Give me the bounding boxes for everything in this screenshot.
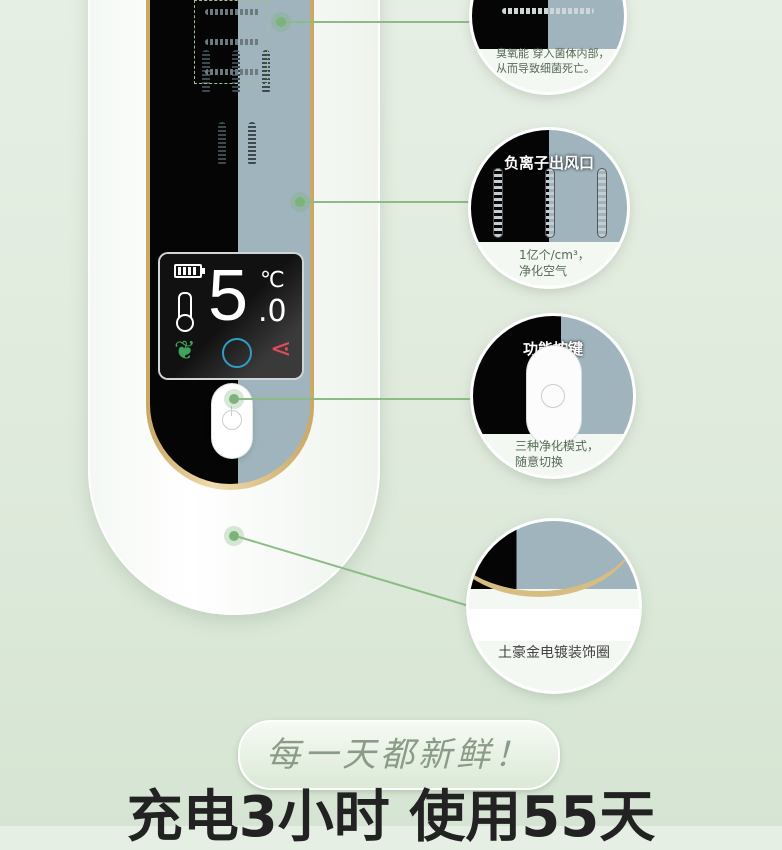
callout-line	[286, 21, 472, 23]
callout-ozone: 臭氧能 穿入菌体内部， 从而导致细菌死亡。	[472, 0, 624, 92]
callout-gold-trim: 土豪金电镀装饰圈	[469, 521, 639, 691]
callout-function-button: 功能按键 三种净化模式， 随意切换	[473, 316, 633, 476]
tagline-text: 每一天都新鲜！	[266, 735, 532, 775]
leaf-icon: ❦	[174, 336, 196, 366]
callout-line	[239, 398, 471, 400]
vent-slot	[248, 122, 256, 166]
gold-trim-ring	[146, 0, 314, 490]
ozone-vent-line	[205, 39, 260, 45]
callout-title: 负离子出风口	[503, 154, 594, 172]
white-band	[469, 609, 639, 641]
ozone-vent-line	[205, 69, 260, 75]
callout-anion-outlet: 负离子出风口 1亿个/cm³， 净化空气	[471, 130, 627, 286]
purifier-device	[88, 0, 380, 615]
temperature-unit: ℃	[260, 268, 285, 293]
temperature-decimal: .0	[258, 294, 287, 329]
callout-line	[305, 201, 471, 203]
product-feature-page: 5 ℃ .0 ❦ ⋖ 臭氧能 穿入菌体内部， 从而导致细菌死亡。 负离子出风口 …	[88, 0, 655, 848]
power-icon	[222, 406, 242, 430]
vent-slot	[262, 50, 270, 94]
ozone-vent-line	[205, 9, 260, 15]
share-icon: ⋖	[270, 334, 292, 364]
callout-caption: 1亿个/cm³， 净化空气	[519, 248, 590, 278]
ozone-vent-line	[502, 8, 594, 14]
callout-caption: 土豪金电镀装饰圈	[498, 645, 610, 661]
callout-dot	[229, 394, 239, 404]
callout-caption: 三种净化模式， 随意切换	[515, 439, 600, 469]
vent-slot	[218, 122, 226, 166]
temperature-value: 5	[208, 256, 249, 336]
headline: 充电3小时 使用55天	[126, 785, 656, 850]
callout-dot	[295, 197, 305, 207]
callout-caption: 臭氧能 穿入菌体内部， 从而导致细菌死亡。	[496, 47, 610, 75]
gold-trim-arc	[469, 521, 639, 597]
battery-icon	[174, 264, 205, 278]
tagline-badge: 每一天都新鲜！	[238, 720, 560, 790]
lcd-display: 5 ℃ .0 ❦ ⋖	[160, 254, 302, 378]
anion-vent	[597, 168, 607, 238]
fan-icon	[222, 338, 252, 368]
ozone-outlet-highlight	[194, 0, 268, 84]
anion-vent	[493, 168, 503, 238]
anion-vent	[545, 168, 555, 238]
callout-dot	[276, 17, 286, 27]
callout-dot	[229, 531, 239, 541]
thermometer-icon	[176, 292, 194, 332]
power-icon	[541, 384, 565, 408]
power-button-closeup	[527, 346, 581, 446]
